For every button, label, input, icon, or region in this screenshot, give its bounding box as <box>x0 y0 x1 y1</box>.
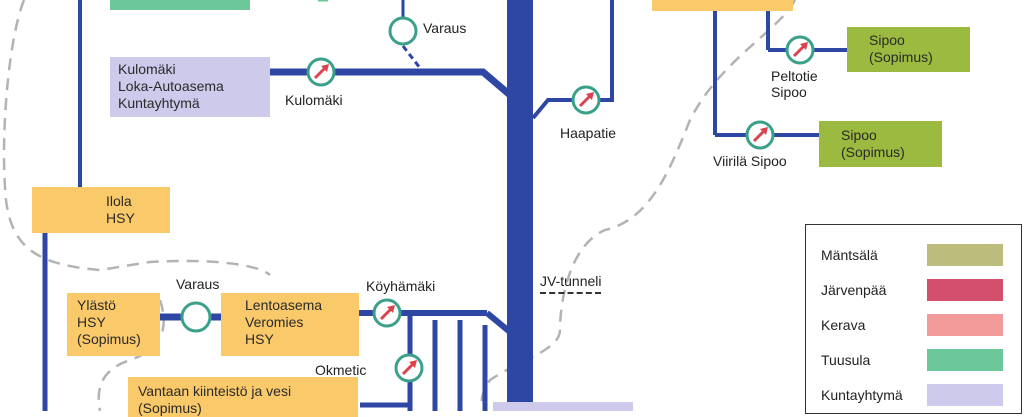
label-peltotie: Peltotie Sipoo <box>771 68 818 100</box>
legend: Mäntsälä Järvenpää Kerava Tuusula Kuntay… <box>805 224 1022 414</box>
legend-label: Mäntsälä <box>821 247 878 263</box>
varaus-dashed <box>401 45 422 69</box>
legend-item: Tuusula <box>806 347 1021 373</box>
sipoo-mid-box: Sipoo (Sopimus) <box>819 121 942 167</box>
meter-kulomaki <box>306 57 336 87</box>
kulomaki-pipe <box>270 68 513 98</box>
legend-label: Kuntayhtymä <box>821 387 903 403</box>
legend-item: Järvenpää <box>806 277 1021 303</box>
valve-varaus-top <box>388 16 418 46</box>
legend-label: Järvenpää <box>821 282 887 298</box>
label-viirila: Viirilä Sipoo <box>713 153 787 169</box>
legend-swatch <box>927 384 1003 406</box>
label-haapatie: Haapatie <box>560 125 617 141</box>
ilola-box: Ilola HSY <box>32 187 170 233</box>
legend-swatch <box>927 244 1003 266</box>
valve-varaus-bottom <box>180 301 212 333</box>
hsy-box-partial <box>652 0 793 11</box>
meter-haapatie <box>571 85 601 115</box>
label-varaus-top: Varaus <box>423 20 467 36</box>
legend-swatch <box>927 279 1003 301</box>
vantaa-box: Vantaan kiinteistö ja vesi (Sopimus) <box>128 377 358 417</box>
kulomaki-box: Kulomäki Loka-Autoasema Kuntayhtymä <box>110 57 270 117</box>
trunk-joint <box>485 310 512 335</box>
label-jv-tunneli: JV-tunneli <box>540 273 602 294</box>
legend-label: Tuusula <box>821 352 871 368</box>
kuntayhtyma-box-partial <box>493 402 633 411</box>
tuusula-box-partial <box>110 0 250 10</box>
ylasto-box: Ylästö HSY (Sopimus) <box>67 293 160 356</box>
legend-item: Kuntayhtymä <box>806 382 1021 408</box>
legend-label: Kerava <box>821 317 866 333</box>
meter-viirila <box>745 120 775 150</box>
legend-swatch <box>927 314 1003 336</box>
legend-item: Mäntsälä <box>806 242 1021 268</box>
area-boundary <box>2 0 797 411</box>
main-trunk-pipe <box>507 0 533 411</box>
sipoo-top-box: Sipoo (Sopimus) <box>847 27 970 72</box>
meter-okmetic <box>394 353 424 383</box>
lentoasema-box: Lentoasema Veromies HSY <box>221 293 359 356</box>
legend-swatch <box>927 349 1003 371</box>
meter-koyhamaki <box>372 298 402 328</box>
meters <box>180 16 815 383</box>
meter-peltotie <box>785 35 815 65</box>
label-kulomaki-meter: Kulomäki <box>285 92 343 108</box>
label-varaus-bottom: Varaus <box>176 276 220 292</box>
legend-item: Kerava <box>806 312 1021 338</box>
label-koyhamaki: Köyhämäki <box>366 278 436 294</box>
label-okmetic: Okmetic <box>315 362 367 378</box>
